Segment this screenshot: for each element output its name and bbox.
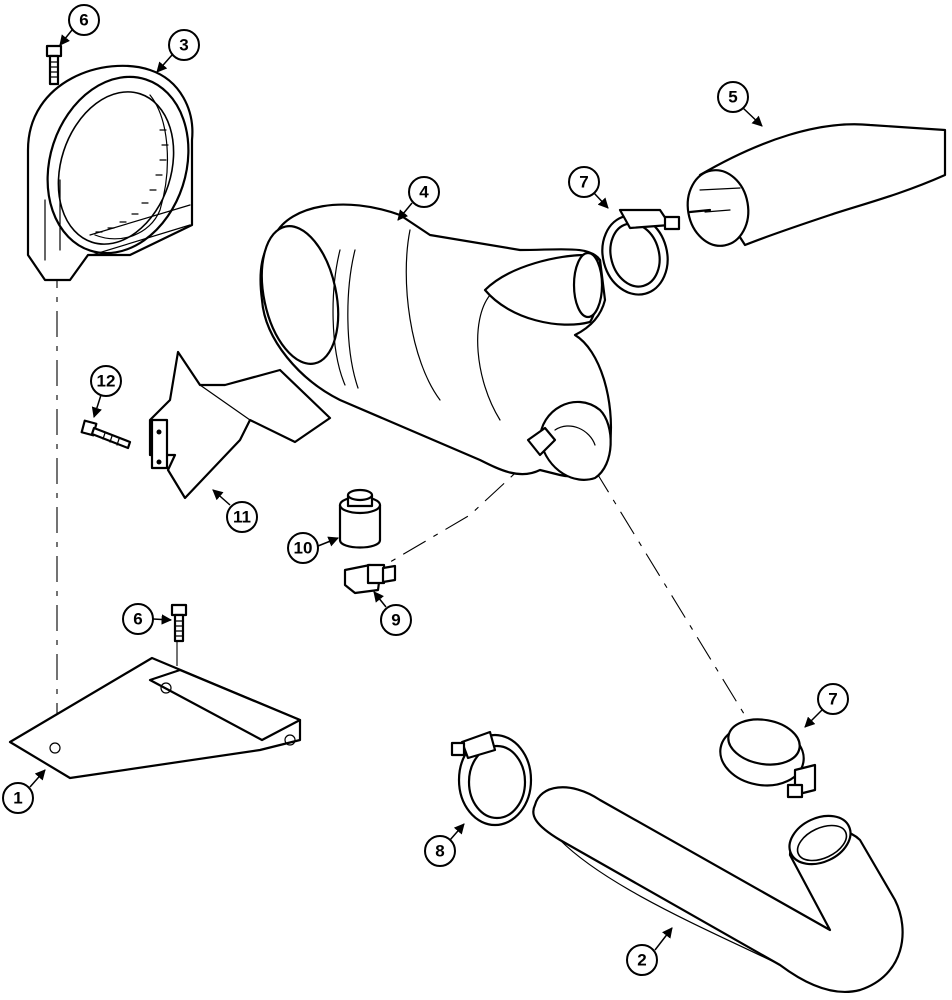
callout-6-bottom: 6: [122, 603, 173, 635]
clamp-top: [601, 208, 681, 296]
callout-6-top: 6: [59, 4, 100, 46]
elbow-tube: [532, 786, 904, 994]
bolt-12: [80, 419, 132, 450]
callout-label: 7: [579, 173, 588, 192]
callout-label: 10: [294, 539, 313, 558]
callout-label: 7: [828, 690, 837, 709]
cap: [338, 488, 382, 549]
callout-10: 10: [287, 532, 339, 564]
callout-12: 12: [90, 365, 122, 419]
callout-7-bottom: 7: [804, 683, 849, 728]
shroud: [148, 350, 332, 500]
callout-1: 1: [2, 769, 46, 814]
mounting-plate: [8, 656, 302, 780]
callout-4: 4: [397, 176, 440, 221]
callout-7-top: 7: [568, 166, 609, 209]
callout-label: 6: [79, 11, 88, 30]
mounting-band-bracket: [26, 64, 194, 282]
callout-8: 8: [424, 823, 465, 867]
callout-label: 11: [233, 508, 251, 527]
callout-label: 2: [637, 951, 646, 970]
callout-11: 11: [212, 489, 258, 533]
callout-3: 3: [156, 29, 200, 73]
callout-9: 9: [373, 591, 412, 636]
intake-hose: [686, 123, 947, 247]
bolt-top: [45, 44, 63, 86]
callout-label: 5: [728, 88, 737, 107]
assembly-lines: [56, 262, 761, 741]
clamp-8: [450, 730, 533, 827]
callout-label: 12: [97, 372, 116, 391]
bolt-bottom: [170, 603, 188, 643]
fitting: [343, 563, 397, 595]
callout-label: 8: [435, 842, 444, 861]
callout-label: 6: [133, 610, 142, 629]
callout-2: 2: [626, 927, 673, 976]
clamp-bottom: [719, 718, 817, 799]
callout-label: 3: [179, 36, 188, 55]
callout-label: 1: [13, 789, 22, 808]
callout-5: 5: [717, 81, 763, 127]
air-cleaner: [259, 203, 612, 481]
callout-label: 9: [391, 611, 400, 630]
callout-label: 4: [419, 183, 429, 202]
